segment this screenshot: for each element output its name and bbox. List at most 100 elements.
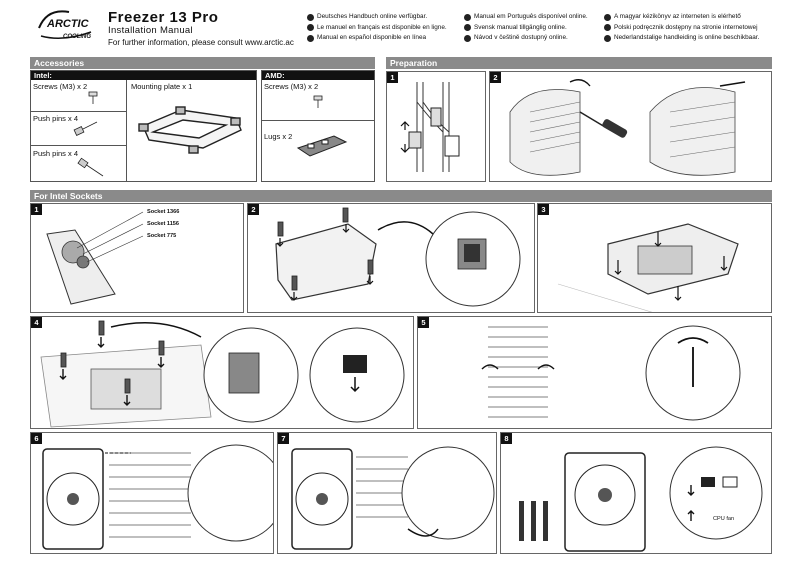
flag-badge-icon — [307, 34, 314, 42]
intel-sockets-section-bar: For Intel Sockets — [30, 190, 772, 202]
cpu-fan-label: CPU fan — [713, 516, 735, 522]
intel-screws-label: Screws (M3) x 2 — [33, 82, 88, 91]
socket-label: Socket 775 — [147, 233, 177, 239]
amd-accessories-box — [261, 70, 375, 182]
step-number: 4 — [31, 317, 42, 328]
curved-arrow-icon — [110, 322, 202, 338]
language-note: Návod v češtině dostupný online. — [464, 33, 588, 44]
fan-clip-secure-illustration — [291, 446, 495, 550]
language-column-1: Deutsches Handbuch online verfügbar. Le … — [307, 12, 447, 44]
flag-badge-icon — [307, 13, 314, 21]
lug-icon — [296, 135, 348, 157]
screwdriver-icon — [579, 111, 628, 138]
product-subtitle: Installation Manual — [108, 25, 193, 36]
fan-attach-illustration — [42, 444, 273, 550]
step-number: 2 — [248, 204, 259, 215]
push-pin-insertion-illustration — [275, 207, 521, 307]
intel-step-5: 5 — [417, 316, 772, 429]
step-number: 7 — [278, 433, 289, 444]
arrow-down-icon — [400, 144, 410, 153]
curved-arrow-icon — [407, 528, 439, 537]
mounting-plate-icon — [138, 106, 242, 154]
arrow-up-icon — [400, 121, 410, 130]
product-title: Freezer 13 Pro — [108, 9, 219, 26]
flag-badge-icon — [464, 13, 471, 21]
amd-accessories-art — [296, 95, 348, 157]
preparation-section-bar: Preparation — [386, 57, 772, 69]
detail-zoom-circle — [669, 446, 763, 540]
amd-screws-label: Screws (M3) x 2 — [264, 82, 319, 91]
intel-step-1: 1 Socket 1366 Socket 1156 Socket 775 — [30, 203, 244, 313]
step-number: 1 — [387, 72, 398, 83]
motherboard-pin-install-illustration — [40, 320, 405, 428]
divider — [31, 111, 126, 112]
step-number: 3 — [538, 204, 549, 215]
intel-step-4: 4 — [30, 316, 414, 429]
language-note: Nederlandstalige handleiding is online b… — [604, 33, 759, 44]
cable-connector-illustration — [400, 82, 460, 172]
socket-label: Socket 1156 — [147, 221, 180, 227]
info-line: For further information, please consult … — [108, 38, 294, 47]
language-note: Manual en español disponible en línea — [307, 33, 447, 44]
cooler-screw-tightening-illustration — [481, 325, 741, 421]
socket-label: Socket 1366 — [147, 209, 180, 215]
flag-badge-icon — [307, 24, 314, 32]
mounting-plate-placement-illustration — [557, 223, 739, 312]
intel-step-2: 2 — [247, 203, 535, 313]
fan-clip-removal-illustration — [509, 79, 746, 176]
divider — [262, 120, 374, 121]
curved-arrow-icon — [569, 79, 591, 87]
language-note: Polski podręcznik dostępny na stronie in… — [604, 23, 759, 34]
intel-heading: Intel: — [31, 71, 256, 80]
arrow-left-icon — [719, 81, 746, 87]
detail-zoom-circle — [187, 444, 273, 542]
intel-accessories-box — [30, 70, 257, 182]
push-pin-icon — [73, 121, 98, 136]
step-number: 1 — [31, 204, 42, 215]
arrow-down-icon — [687, 485, 695, 496]
language-note: A magyar kézikönyv az interneten is elér… — [604, 12, 759, 23]
screw-icon — [313, 95, 323, 108]
language-column-2: Manual em Português disponível online. S… — [464, 12, 588, 44]
rotate-arrow-icon-3 — [677, 337, 709, 344]
push-pin-icon-2 — [77, 157, 104, 177]
amd-heading: AMD: — [262, 71, 374, 80]
flag-badge-icon — [604, 34, 611, 42]
svg-text:ARCTIC: ARCTIC — [46, 18, 90, 30]
flag-badge-icon — [604, 24, 611, 32]
amd-lugs-label: Lugs x 2 — [264, 132, 293, 141]
step-number: 5 — [418, 317, 429, 328]
rotate-arrow-icon-2 — [537, 364, 555, 370]
rotate-arrow-icon — [481, 364, 499, 370]
divider — [31, 145, 126, 146]
prep-step-1: 1 — [386, 71, 486, 182]
accessories-section-bar: Accessories — [30, 57, 375, 69]
socket-selection-illustration — [46, 211, 144, 305]
step-number: 8 — [501, 433, 512, 444]
intel-push-pins-label-2: Push pins x 4 — [33, 149, 79, 158]
language-note: Manual em Português disponível online. — [464, 12, 588, 23]
language-column-3: A magyar kézikönyv az interneten is elér… — [604, 12, 759, 44]
intel-step-6: 6 — [30, 432, 274, 554]
intel-step-8: 8 CPU fan — [500, 432, 772, 554]
intel-step-3: 3 — [537, 203, 772, 313]
language-note: Svensk manual tillgänglig online. — [464, 23, 588, 34]
intel-step-7: 7 — [277, 432, 497, 554]
prep-step-2: 2 — [489, 71, 772, 182]
curved-arrow-icon — [377, 221, 434, 235]
detail-zoom-circle-2 — [309, 327, 405, 423]
intel-push-pins-label: Push pins x 4 — [33, 114, 79, 123]
flag-badge-icon — [464, 34, 471, 42]
language-note: Le manuel en français est disponible en … — [307, 23, 447, 34]
screw-icon — [88, 91, 98, 104]
step-number: 2 — [490, 72, 501, 83]
intel-accessories-art — [73, 91, 242, 177]
divider — [126, 80, 127, 182]
arrow-down-icon — [350, 377, 360, 393]
arrow-up-icon — [687, 510, 695, 521]
flag-badge-icon — [604, 13, 611, 21]
mounting-plate-label: Mounting plate x 1 — [131, 82, 193, 91]
arctic-logo: ARCTIC COOLING — [38, 10, 91, 40]
flag-badge-icon — [464, 24, 471, 32]
detail-zoom-circle — [401, 446, 495, 540]
